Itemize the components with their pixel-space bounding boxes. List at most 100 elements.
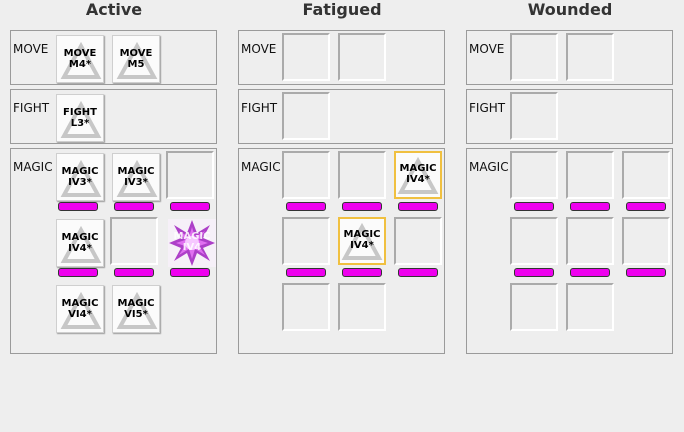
mana-bar xyxy=(170,202,210,211)
mana-bar xyxy=(398,202,438,211)
chit-line1: MAGIC xyxy=(173,231,211,242)
mana-bar xyxy=(286,268,326,277)
empty-chit-slot[interactable] xyxy=(166,151,214,199)
chit-line1: MAGIC xyxy=(343,229,381,240)
chit-line2: VI5* xyxy=(124,309,148,320)
mana-bar xyxy=(58,202,98,211)
triangle-icon xyxy=(60,41,102,79)
fatigued-fight-panel: FIGHT xyxy=(238,89,445,144)
chit-line1: FIGHT xyxy=(63,107,97,118)
wounded-magic-panel: MAGIC xyxy=(466,148,673,354)
empty-chit-slot[interactable] xyxy=(510,92,558,140)
mana-bar xyxy=(170,268,210,277)
mana-bar xyxy=(626,202,666,211)
empty-chit-slot[interactable] xyxy=(110,217,158,265)
chit-line1: MAGIC xyxy=(117,166,155,177)
chit-line2: IV4* xyxy=(406,174,430,185)
chit-line2: VI4* xyxy=(68,309,92,320)
chit-line1: MAGIC xyxy=(399,163,437,174)
mana-bar xyxy=(342,202,382,211)
mana-bar xyxy=(398,268,438,277)
empty-chit-slot[interactable] xyxy=(282,283,330,331)
magic-label: MAGIC xyxy=(469,160,509,174)
chit-line2: IV4* xyxy=(350,240,374,251)
empty-chit-slot[interactable] xyxy=(338,151,386,199)
chit-line2: IV4 xyxy=(182,242,202,253)
active-column-title: Active xyxy=(85,0,143,19)
magic-burst-icon xyxy=(169,220,215,266)
chit-line1: MOVE xyxy=(119,48,153,59)
empty-chit-slot[interactable] xyxy=(282,92,330,140)
magic-label: MAGIC xyxy=(13,160,53,174)
chit-line1: MAGIC xyxy=(61,166,99,177)
mana-bar xyxy=(514,268,554,277)
chit-line2: M5 xyxy=(127,59,145,70)
mana-bar xyxy=(114,268,154,277)
chit-line2: L3* xyxy=(70,118,90,129)
mana-bar xyxy=(114,202,154,211)
triangle-icon xyxy=(341,222,383,260)
mana-bar xyxy=(342,268,382,277)
wounded-move-panel: MOVE xyxy=(466,30,673,85)
empty-chit-slot[interactable] xyxy=(394,217,442,265)
empty-chit-slot[interactable] xyxy=(282,33,330,81)
empty-chit-slot[interactable] xyxy=(510,217,558,265)
fight-label: FIGHT xyxy=(241,101,278,115)
empty-chit-slot[interactable] xyxy=(338,33,386,81)
empty-chit-slot[interactable] xyxy=(622,151,670,199)
triangle-icon xyxy=(60,225,102,263)
chit-line2: M4* xyxy=(68,59,92,70)
empty-chit-slot[interactable] xyxy=(566,33,614,81)
empty-chit-slot[interactable] xyxy=(282,217,330,265)
chit-line1: MAGIC xyxy=(61,232,99,243)
mana-bar xyxy=(286,202,326,211)
chit-line1: MAGIC xyxy=(117,298,155,309)
mana-bar xyxy=(570,268,610,277)
move-label: MOVE xyxy=(241,42,277,56)
move-label: MOVE xyxy=(469,42,505,56)
empty-chit-slot[interactable] xyxy=(510,151,558,199)
magic-label: MAGIC xyxy=(241,160,281,174)
fight-label: FIGHT xyxy=(469,101,506,115)
chit-line2: IV4* xyxy=(68,243,92,254)
triangle-icon xyxy=(60,159,102,197)
empty-chit-slot[interactable] xyxy=(566,151,614,199)
empty-chit-slot[interactable] xyxy=(510,283,558,331)
empty-chit-slot[interactable] xyxy=(622,217,670,265)
empty-chit-slot[interactable] xyxy=(566,217,614,265)
empty-chit-slot[interactable] xyxy=(566,283,614,331)
chit-line1: MAGIC xyxy=(61,298,99,309)
empty-chit-slot[interactable] xyxy=(338,283,386,331)
chit-line2: IV3* xyxy=(124,177,148,188)
mana-bar xyxy=(514,202,554,211)
move-label: MOVE xyxy=(13,42,49,56)
wounded-fight-panel: FIGHT xyxy=(466,89,673,144)
triangle-icon xyxy=(60,100,102,138)
empty-chit-slot[interactable] xyxy=(510,33,558,81)
triangle-icon xyxy=(116,41,158,79)
fight-label: FIGHT xyxy=(13,101,50,115)
fatigued-move-panel: MOVE xyxy=(238,30,445,85)
mana-bar xyxy=(626,268,666,277)
triangle-icon xyxy=(60,291,102,329)
empty-chit-slot[interactable] xyxy=(282,151,330,199)
mana-bar xyxy=(570,202,610,211)
triangle-icon xyxy=(397,156,439,194)
chit-line2: IV3* xyxy=(68,177,92,188)
triangle-icon xyxy=(116,291,158,329)
